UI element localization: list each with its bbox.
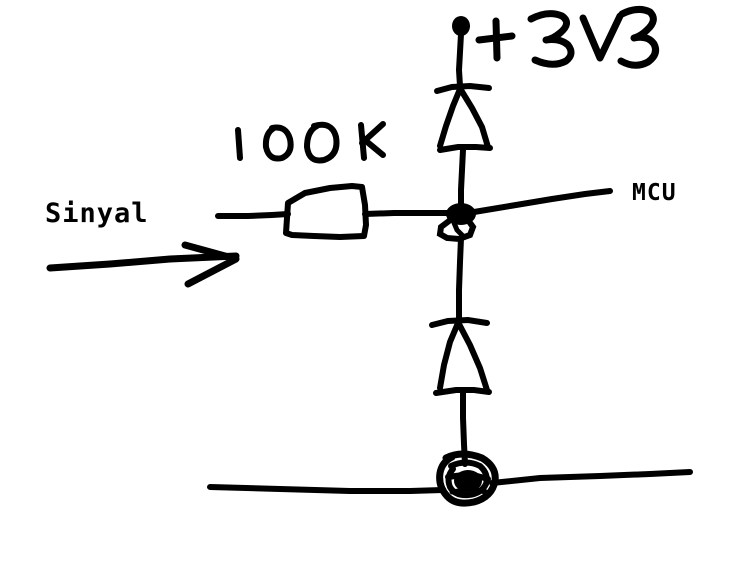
signal-label: Sinyal: [45, 198, 149, 229]
series-resistor: [283, 183, 369, 240]
signal-direction-arrow: [46, 241, 240, 288]
signal-node: [436, 203, 477, 243]
supply-terminal-dot: [452, 16, 470, 89]
node-to-lower-diode-wire: [456, 235, 464, 321]
ground-node: [436, 450, 499, 507]
signal-input-wire: [215, 211, 291, 219]
ground-rail-wire-right: [489, 469, 693, 486]
node-to-mcu-wire: [471, 188, 613, 215]
resistor-to-node-wire: [362, 210, 451, 217]
ground-rail-wire: [207, 484, 446, 494]
upper-clamp-diode: [434, 82, 493, 208]
lower-clamp-diode: [429, 316, 492, 467]
resistor-value-handwriting: [235, 121, 386, 164]
supply-label-handwriting: [475, 5, 659, 69]
mcu-label: MCU: [632, 180, 677, 206]
